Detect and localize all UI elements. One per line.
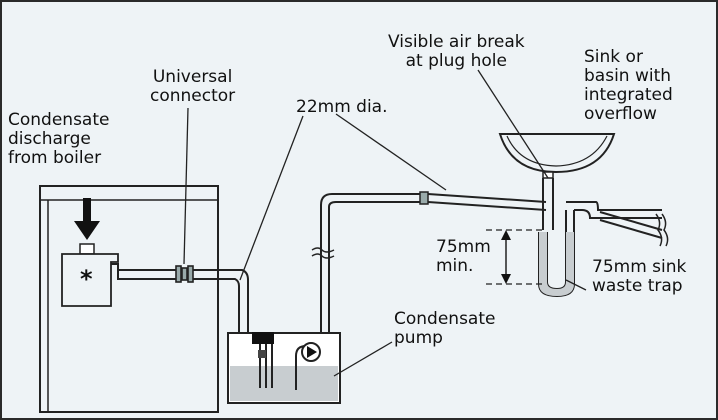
- sink-label: Sink or basin with integrated overflow: [584, 47, 673, 124]
- condensate-discharge-label: Condensate discharge from boiler: [8, 110, 110, 168]
- universal-connector-label: Universal connector: [150, 67, 236, 106]
- boiler-condensate-trap: [61, 253, 119, 307]
- sink-basin: [498, 133, 616, 174]
- trap-height-label: 75mm min.: [436, 237, 491, 276]
- air-break-label: Visible air break at plug hole: [388, 32, 525, 71]
- pipe-diameter-label: 22mm dia.: [296, 97, 388, 117]
- trap-asterisk: *: [80, 265, 93, 293]
- sink-trap-label: 75mm sink waste trap: [592, 257, 687, 296]
- condensate-pump-label: Condensate pump: [394, 309, 496, 348]
- discharge-arrow: [74, 198, 100, 240]
- universal-connector: [175, 265, 194, 283]
- condensate-pipe: [111, 263, 249, 340]
